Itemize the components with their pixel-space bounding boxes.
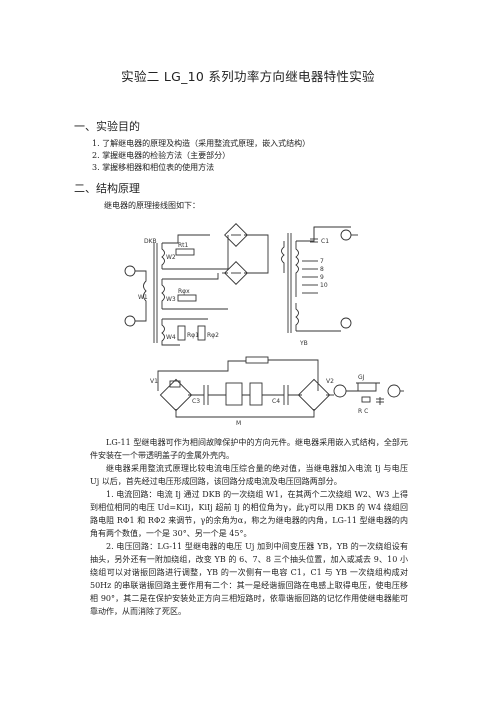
label-rf1: Rφ1 xyxy=(187,332,199,339)
page-title: 实验二 LG_10 系列功率方向继电器特性实验 xyxy=(121,69,375,84)
terminal-right-bottom xyxy=(340,317,352,329)
paragraph: 继电器采用整流式原理比较电流电压综合量的绝对值，当继电器加入电流 Ij 与电压 … xyxy=(90,464,408,486)
paragraph: LG-11 型继电器可作为相间故障保护中的方向元件。继电器采用嵌入式结构，全部元… xyxy=(90,438,408,460)
list-item: 1. 了解继电器的原理及构造（采用整流式原理，嵌入式结构） xyxy=(92,139,311,148)
label-w3: W3 xyxy=(166,296,176,303)
circuit-diagram: DKB W1 W2 W3 W4 Rt1 Rφx Rφ1 Rφ2 YB C1 7 … xyxy=(124,223,404,427)
list-item: 2. 掌握继电器的检验方法（主要部分） xyxy=(92,151,231,160)
label-c3: C3 xyxy=(192,398,200,405)
label-term-7: 7 xyxy=(320,258,324,265)
label-rf2: Rφ2 xyxy=(207,332,219,339)
paragraph: 1. 电流回路：电流 Ij 通过 DKB 的一次绕组 W1，在其两个二次绕组 W… xyxy=(90,490,408,538)
label-w2: W2 xyxy=(166,254,176,261)
label-m: M xyxy=(236,420,241,427)
label-yb: YB xyxy=(299,340,308,347)
label-rc: R C xyxy=(358,408,368,415)
label-v1: V1 xyxy=(150,378,158,385)
diagram-intro: 继电器的原理接线图如下： xyxy=(104,201,200,210)
section-heading-objectives: 一、实验目的 xyxy=(74,120,140,133)
paragraph: 2. 电压回路：LG-11 型继电器的电压 Uj 加到中间变压器 YB，YB 的… xyxy=(90,542,408,616)
body-text: LG-11 型继电器可作为相间故障保护中的方向元件。继电器采用嵌入式结构，全部元… xyxy=(90,436,408,618)
objectives-list: 1. 了解继电器的原理及构造（采用整流式原理，嵌入式结构） 2. 掌握继电器的检… xyxy=(92,138,310,174)
terminal-left-bottom xyxy=(124,315,136,327)
label-c1: C1 xyxy=(321,238,329,245)
label-w1: W1 xyxy=(138,294,148,301)
label-term-9: 9 xyxy=(320,274,324,281)
label-term-10: 10 xyxy=(320,282,328,289)
terminal-right-top xyxy=(340,229,352,241)
section-heading-structure: 二、结构原理 xyxy=(74,182,140,195)
list-item: 3. 掌握移相器和相位表的使用方法 xyxy=(92,163,215,172)
label-rfx: Rφx xyxy=(178,288,190,295)
label-gj: GJ xyxy=(358,374,365,381)
terminal-left-top xyxy=(124,265,136,277)
label-term-8: 8 xyxy=(320,266,324,273)
label-c4: C4 xyxy=(272,398,280,405)
label-dkb: DKB xyxy=(144,238,157,245)
label-w4: W4 xyxy=(166,334,176,341)
label-v2: V2 xyxy=(326,378,334,385)
label-rt1: Rt1 xyxy=(178,242,189,249)
